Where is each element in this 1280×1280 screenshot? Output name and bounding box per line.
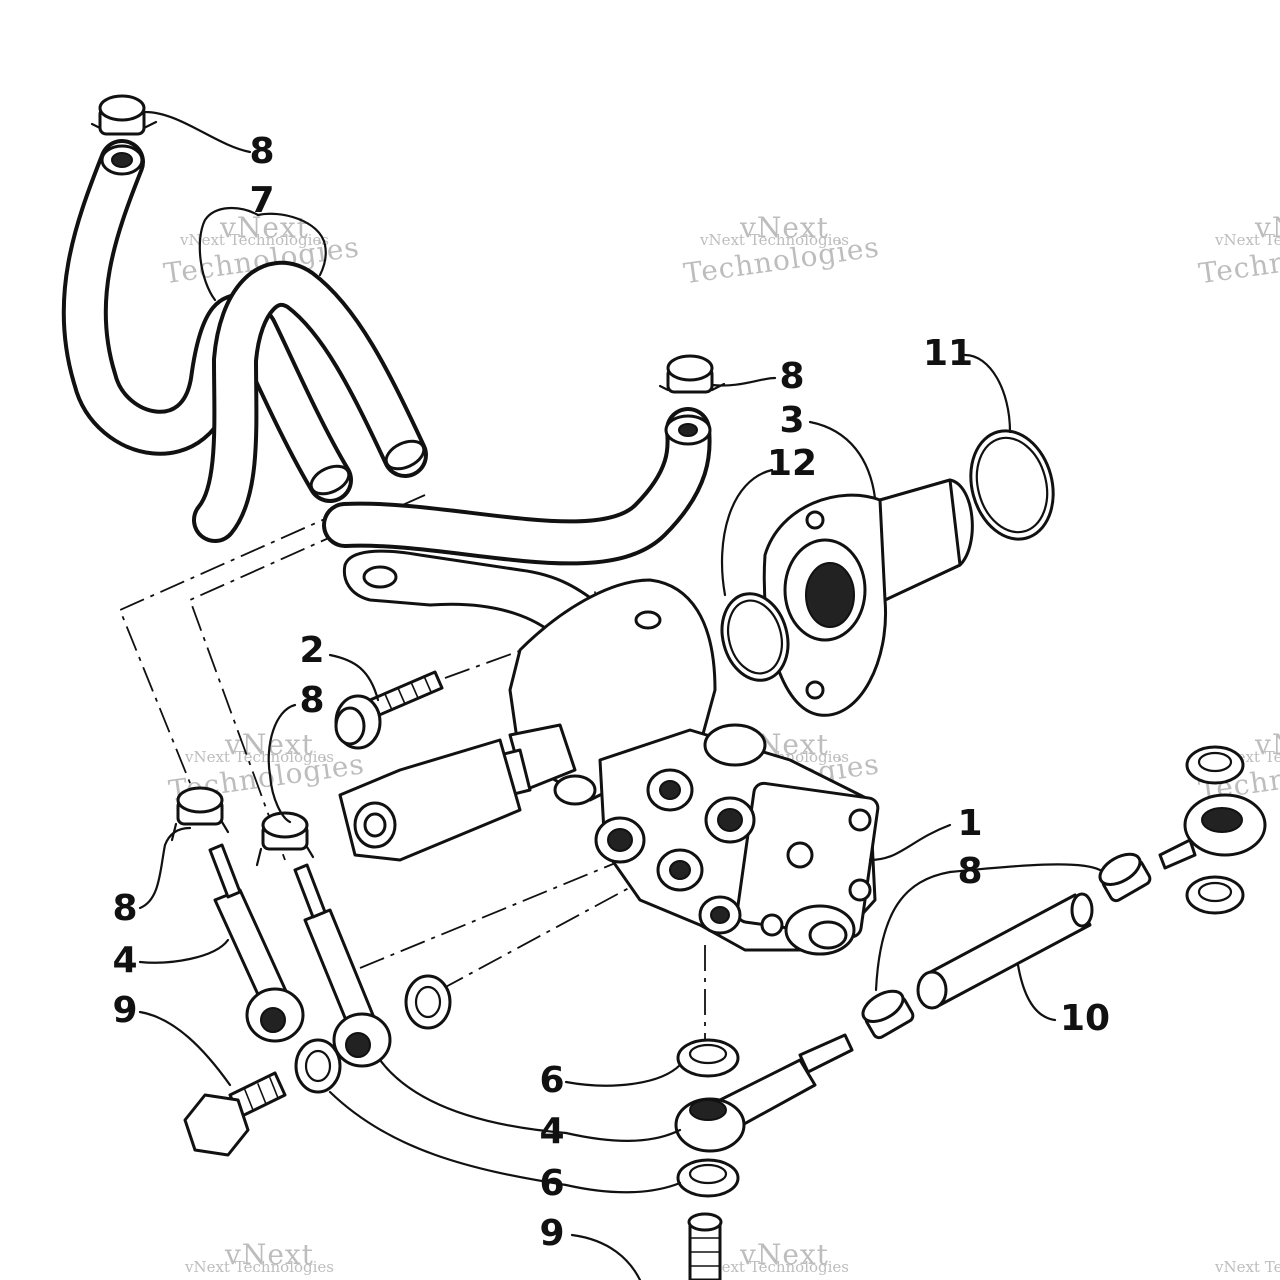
o-ring-11 <box>969 429 1055 541</box>
watermark-small: vNext Technologies <box>179 231 329 249</box>
watermark: vNext vNext Technologies Technologies <box>1197 211 1280 290</box>
washer <box>1185 875 1245 915</box>
watermark: vNext Technologies <box>1214 1258 1280 1276</box>
banjo-fitting-right <box>1158 793 1267 870</box>
watermark-small: vNext Technologies <box>699 231 849 249</box>
hose-10 <box>916 892 1094 1010</box>
watermark-small: vNext Technologies <box>699 1258 849 1276</box>
banjo-bolt-9 <box>687 1212 723 1280</box>
washer-6 <box>676 1038 740 1078</box>
hose-clamp <box>1098 852 1152 903</box>
callout-label: 6 <box>539 1163 564 1204</box>
watermark: vNext vNext Technologies <box>184 1238 334 1276</box>
o-ring-12 <box>720 592 790 682</box>
banjo-fitting-4 <box>674 1033 854 1153</box>
washer-6 <box>294 1038 342 1094</box>
hose-clamp <box>658 354 726 394</box>
o-ring-12-inner <box>727 599 783 675</box>
watermark-big-1: vNext <box>739 211 829 244</box>
banjo-fitting-4 <box>293 863 392 1068</box>
banjo-fitting-4 <box>208 843 305 1043</box>
washer <box>1185 745 1245 785</box>
housing-3 <box>762 478 974 717</box>
o-ring-11-inner <box>975 436 1049 534</box>
watermark-big-1: vNext <box>1254 728 1280 761</box>
callout-label: 1 <box>957 803 982 844</box>
callout-label: 9 <box>112 990 137 1031</box>
watermark-small: vNext Technologies <box>184 1258 334 1276</box>
callout-label: 8 <box>299 680 324 721</box>
watermark-small: vNext Technologies <box>1214 231 1280 249</box>
pump-housing <box>478 578 880 956</box>
callouts: 8 7 8 11 3 12 2 8 1 8 8 4 9 10 6 4 6 9 <box>112 131 1110 1254</box>
callout-label: 4 <box>112 940 137 981</box>
callout-label: 8 <box>779 356 804 397</box>
hose-bore <box>111 152 133 168</box>
callout-label: 4 <box>539 1111 564 1152</box>
hose-7 <box>61 139 428 543</box>
hose-end <box>384 439 426 471</box>
watermark-big-1: vNext <box>739 1238 829 1271</box>
assembly-line <box>188 494 426 861</box>
hose-clamp <box>170 786 230 842</box>
watermark: vNext vNext Technologies Technologies <box>682 211 882 290</box>
callout-label: 11 <box>923 333 973 374</box>
hose-clamp <box>90 94 158 136</box>
watermark-small: vNext Technologies <box>184 748 334 766</box>
watermark-big-1: vNext <box>1254 211 1280 244</box>
callout-label: 6 <box>539 1060 564 1101</box>
callout-label: 7 <box>249 180 274 221</box>
callout-label: 2 <box>299 630 324 671</box>
washer-6 <box>676 1158 740 1198</box>
hose-bore <box>678 423 698 437</box>
callout-label: 12 <box>767 443 817 484</box>
banjo-bolt-9 <box>183 1071 287 1157</box>
hose-clamp <box>861 989 915 1040</box>
callout-label: 10 <box>1060 998 1110 1039</box>
assembly-line <box>118 509 346 821</box>
bolt-2 <box>334 670 444 750</box>
callout-label: 9 <box>539 1213 564 1254</box>
callout-label: 8 <box>957 851 982 892</box>
callout-label: 8 <box>249 131 274 172</box>
hose-clamp <box>255 811 315 867</box>
leader-lines <box>138 110 1102 1280</box>
watermark-small: vNext Technologies <box>1214 1258 1280 1276</box>
washer-6 <box>404 974 452 1030</box>
hose-end <box>309 464 351 496</box>
callout-label: 3 <box>779 400 804 441</box>
watermark: vNext vNext Technologies <box>699 1238 849 1276</box>
callout-label: 8 <box>112 888 137 929</box>
lever-arm <box>338 738 522 862</box>
watermark-big-1: vNext <box>224 1238 314 1271</box>
hose-connecting <box>322 407 712 566</box>
